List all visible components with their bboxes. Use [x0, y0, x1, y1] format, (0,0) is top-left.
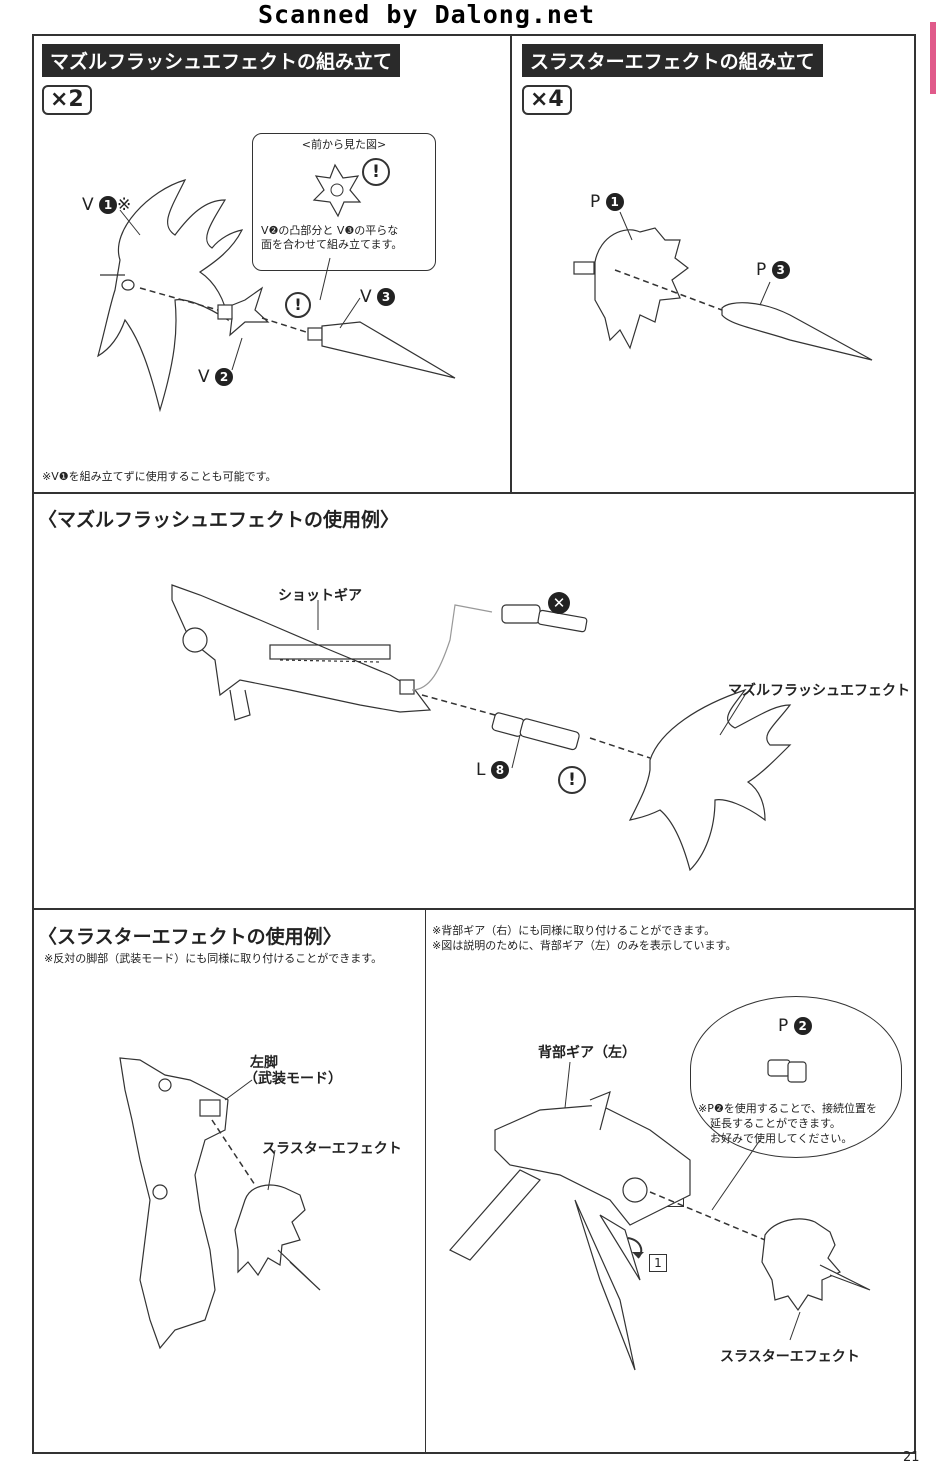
thruster-usage-note-right-2: ※図は説明のために、背部ギア（左）のみを表示しています。	[432, 939, 737, 952]
l8-adapter-part	[491, 712, 580, 751]
front-view-star	[312, 163, 362, 218]
left-leg-armed-mode	[119, 1057, 229, 1350]
part-v3-label: V 3	[360, 287, 396, 307]
caution-icon: !	[558, 766, 586, 794]
muzzle-usage-title: 〈マズルフラッシュエフェクトの使用例〉	[38, 509, 400, 531]
leg-arrow	[211, 1119, 256, 1186]
thruster-effect-left	[234, 1184, 321, 1291]
part-v3-letter: V	[360, 287, 372, 307]
shot-gear-weapon	[171, 584, 432, 721]
part-v2-number: 2	[215, 368, 234, 386]
part-p1-number: 1	[605, 193, 624, 211]
p2-callout-bubble	[690, 996, 902, 1158]
v1-flash-part	[97, 179, 244, 413]
callout-title: <前から見た図>	[301, 138, 387, 151]
part-v1-letter: V	[82, 195, 94, 215]
p3-spike-part	[721, 302, 873, 361]
prohibited-icon: ✕	[548, 592, 570, 614]
side-tab-marker	[930, 22, 936, 94]
p1-thruster-part	[573, 227, 689, 350]
part-l-number: 8	[490, 761, 509, 779]
caution-icon: !	[285, 292, 311, 318]
muzzle-multiplier: ×2	[42, 85, 92, 115]
left-leg-label: 左脚	[250, 1055, 278, 1071]
part-l8-label: L 8	[476, 760, 509, 780]
step-1-box: 1	[649, 1254, 667, 1272]
scan-credit: Scanned by Dalong.net	[258, 0, 596, 29]
muzzle-effect-label: マズルフラッシュエフェクト	[728, 683, 910, 699]
shot-gear-label: ショットギア	[278, 588, 362, 604]
thruster-effect-left-label: スラスターエフェクト	[262, 1141, 402, 1157]
thruster-usage-note-right-1: ※背部ギア（右）にも同様に取り付けることができます。	[432, 924, 716, 937]
armed-mode-label: （武装モード）	[244, 1071, 342, 1087]
page-number: 21	[903, 1450, 920, 1465]
thruster-effect-right	[761, 1218, 871, 1312]
thruster-assembly-title: スラスターエフェクトの組み立て	[522, 44, 823, 77]
connection-guide-line	[411, 604, 493, 691]
part-p3-label: P 3	[756, 260, 790, 280]
thruster-usage-title: 〈スラスターエフェクトの使用例〉	[38, 926, 342, 948]
part-l-letter: L	[476, 760, 486, 780]
assembly-arrow-2	[261, 317, 307, 333]
part-v2-letter: V	[198, 367, 210, 387]
muzzle-assembly-title: マズルフラッシュエフェクトの組み立て	[42, 44, 401, 77]
back-gear-label: 背部ギア（左）	[538, 1045, 636, 1061]
assembly-arrow-1	[139, 287, 219, 311]
part-p3-number: 3	[771, 261, 790, 279]
part-v2-label: V 2	[198, 367, 234, 387]
muzzle-usage-arrow	[421, 694, 496, 716]
back-gear-arrow	[649, 1191, 766, 1241]
thruster-effect-right-label: スラスターエフェクト	[720, 1349, 860, 1365]
caution-icon: !	[362, 158, 390, 186]
part-p1-letter: P	[590, 192, 601, 212]
thruster-usage-panel	[32, 908, 916, 1454]
muzzle-assembly-footnote: ※V❶を組み立てずに使用することも可能です。	[42, 470, 277, 483]
part-v3-number: 3	[377, 288, 396, 306]
part-v1-number: 1	[99, 196, 118, 214]
back-gear-left	[449, 1091, 691, 1371]
v3-spike-part	[307, 321, 456, 379]
muzzle-flash-effect	[628, 688, 792, 872]
callout-line-2: 面を合わせて組み立てます。	[261, 238, 403, 251]
wrong-part	[501, 604, 588, 633]
v2-part	[217, 286, 270, 337]
thruster-assembly-arrow	[614, 269, 723, 311]
part-p3-letter: P	[756, 260, 767, 280]
muzzle-usage-arrow-2	[589, 737, 651, 759]
callout-line-1: V❷の凸部分と V❸の平らな	[261, 224, 399, 237]
thruster-usage-divider	[425, 908, 426, 1454]
thruster-usage-note-left: ※反対の脚部（武装モード）にも同様に取り付けることができます。	[44, 952, 383, 965]
thruster-multiplier: ×4	[522, 85, 572, 115]
part-p1-label: P 1	[590, 192, 624, 212]
